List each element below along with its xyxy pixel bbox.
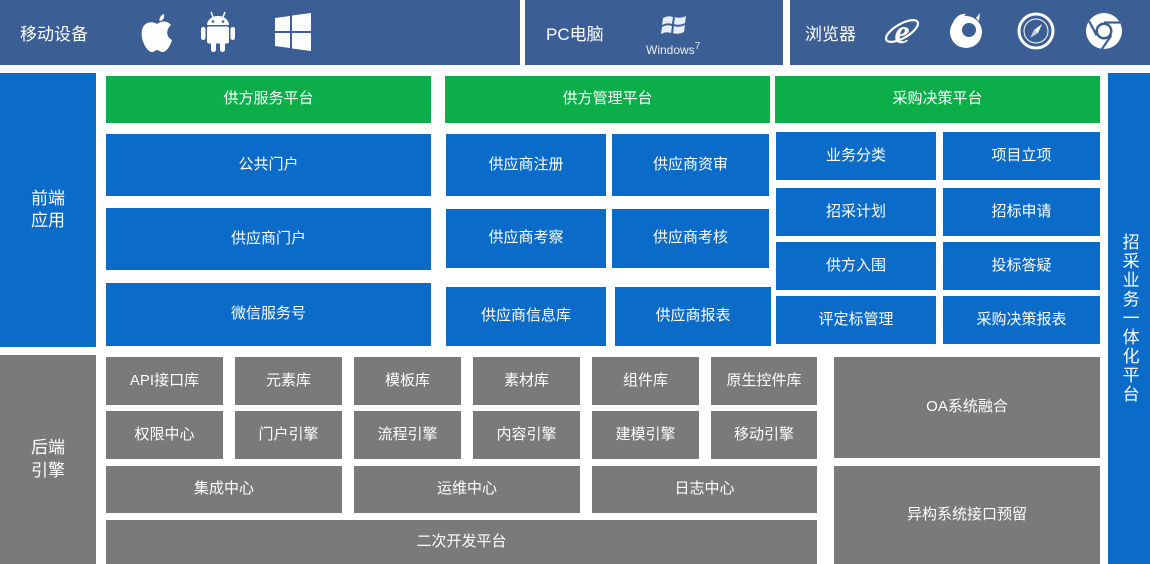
supplier-reports: 供应商报表 xyxy=(615,287,771,346)
supplier-qualification-review: 供应商资审 xyxy=(612,134,769,196)
supplier-database: 供应商信息库 xyxy=(446,287,606,346)
front-end-label: 前端应用 xyxy=(0,73,96,347)
permission-center: 权限中心 xyxy=(106,411,223,459)
supplier-inspection: 供应商考察 xyxy=(446,209,606,268)
supplier-registration: 供应商注册 xyxy=(446,134,606,196)
back-end-label: 后端引擎 xyxy=(0,355,96,564)
bid-evaluation-management: 评定标管理 xyxy=(776,296,936,344)
supplier-service-platform: 供方服务平台 xyxy=(106,76,431,123)
chrome-icon xyxy=(1086,13,1122,50)
firefox-icon xyxy=(950,13,982,48)
mobile-devices-label: 移动设备 xyxy=(20,25,88,44)
public-portal: 公共门户 xyxy=(106,134,431,196)
windows7-logo-text: Windows7 xyxy=(646,41,701,57)
mobile-engine: 移动引擎 xyxy=(711,411,817,459)
supplier-portal: 供应商门户 xyxy=(106,208,431,270)
procurement-plan: 招采计划 xyxy=(776,188,936,236)
svg-text:e: e xyxy=(894,14,909,51)
log-center: 日志中心 xyxy=(592,466,817,513)
procurement-decision-reports: 采购决策报表 xyxy=(943,296,1100,344)
supplier-shortlisting: 供方入围 xyxy=(776,242,936,290)
windows-flag-icon xyxy=(661,16,686,34)
portal-engine: 门户引擎 xyxy=(235,411,342,459)
project-initiation: 项目立项 xyxy=(943,132,1100,180)
content-engine: 内容引擎 xyxy=(473,411,580,459)
wechat-service-account: 微信服务号 xyxy=(106,283,431,346)
supplier-management-platform: 供方管理平台 xyxy=(445,76,770,123)
tender-application: 招标申请 xyxy=(943,188,1100,236)
api-library: API接口库 xyxy=(106,357,223,405)
oa-system-integration: OA系统融合 xyxy=(834,357,1100,458)
supplier-assessment: 供应商考核 xyxy=(612,209,769,268)
integration-center: 集成中心 xyxy=(106,466,342,513)
ie-icon: e xyxy=(884,14,920,51)
bidding-qa: 投标答疑 xyxy=(943,242,1100,290)
apple-icon xyxy=(141,14,172,52)
workflow-engine: 流程引擎 xyxy=(354,411,461,459)
integrated-platform-label: 招采业务一体化平台 xyxy=(1108,73,1150,564)
pc-label: PC电脑 xyxy=(546,25,604,44)
procurement-decision-platform: 采购决策平台 xyxy=(775,76,1100,123)
secondary-development-platform: 二次开发平台 xyxy=(106,520,817,564)
heterogeneous-interface-reserve: 异构系统接口预留 xyxy=(834,466,1100,564)
template-library: 模板库 xyxy=(354,357,461,405)
mobile-devices-panel xyxy=(0,0,520,65)
windows-icon xyxy=(275,13,311,51)
business-classification: 业务分类 xyxy=(776,132,936,180)
browser-label: 浏览器 xyxy=(805,25,856,44)
android-icon xyxy=(201,11,235,52)
native-control-library: 原生控件库 xyxy=(711,357,817,405)
modeling-engine: 建模引擎 xyxy=(592,411,699,459)
pc-panel xyxy=(525,0,783,65)
element-library: 元素库 xyxy=(235,357,342,405)
material-library: 素材库 xyxy=(473,357,580,405)
safari-icon xyxy=(1017,12,1055,50)
operations-center: 运维中心 xyxy=(354,466,580,513)
component-library: 组件库 xyxy=(592,357,699,405)
